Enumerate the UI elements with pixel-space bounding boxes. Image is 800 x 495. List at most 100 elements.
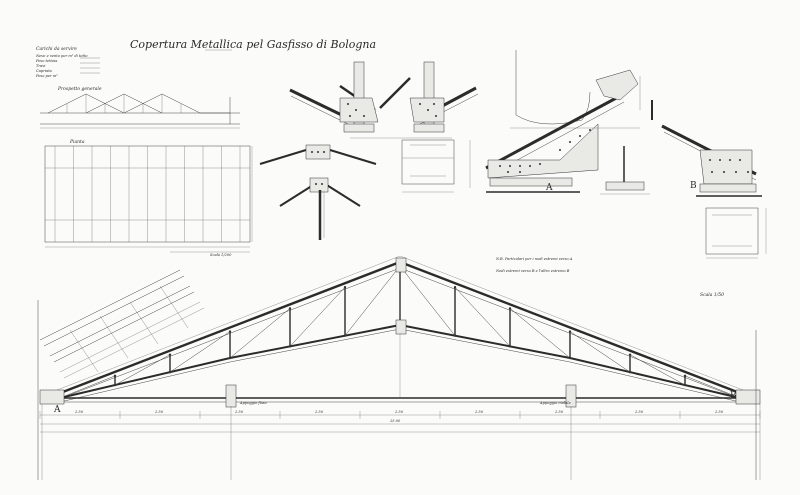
legend-row: Capriata <box>36 69 52 73</box>
truss-diagonal <box>229 308 291 359</box>
rivet <box>569 141 571 143</box>
scale-label: Scala 1/50 <box>700 292 724 298</box>
rivet <box>349 115 351 117</box>
rivet <box>363 115 365 117</box>
rivet <box>683 374 687 378</box>
rivet <box>323 151 325 153</box>
general-elevation: Prospetto generale <box>40 86 240 129</box>
rivet <box>317 151 319 153</box>
note-fixed-support: Appoggio fisso <box>239 401 268 405</box>
ridge-node-detail <box>289 61 479 193</box>
truss-diagonal <box>169 331 231 373</box>
rivet <box>168 353 172 356</box>
legend-heading: Carichi da servire <box>36 46 77 52</box>
rivet <box>453 286 457 289</box>
rivet <box>507 171 509 173</box>
rivet <box>711 171 713 173</box>
truss-diagonal <box>509 308 571 359</box>
truss-diagonal <box>399 265 456 336</box>
rivet <box>719 159 721 161</box>
rivet <box>427 109 429 111</box>
rivet <box>729 159 731 161</box>
rivet <box>508 345 512 348</box>
support-b-detail: B <box>661 124 767 259</box>
rivet <box>315 183 317 185</box>
rivet <box>168 370 172 374</box>
plan-label: Pianta <box>69 139 85 145</box>
rivet <box>343 334 347 337</box>
key-note: N.B. Particolari per i nodi estremi vers… <box>495 257 573 261</box>
rivet <box>355 109 357 111</box>
rivet <box>747 171 749 173</box>
rivet <box>723 171 725 173</box>
rivet <box>628 353 632 356</box>
rivet <box>519 171 521 173</box>
legend-row: Travi <box>36 64 45 68</box>
rivet <box>739 159 741 161</box>
rivet <box>568 330 572 333</box>
rivet <box>347 103 349 105</box>
load-legend: Carichi da servire Neve e vento per m² d… <box>35 46 100 78</box>
rivet <box>559 149 561 151</box>
dim-label: 2.50 <box>154 410 164 414</box>
dim-label: 2.50 <box>554 410 564 414</box>
rivet <box>568 356 572 360</box>
dim-label: 2.50 <box>714 410 724 414</box>
detail-letter-b: B <box>690 181 697 191</box>
rivet <box>113 383 117 387</box>
dim-label: 2.50 <box>394 410 404 414</box>
rivet <box>628 370 632 374</box>
truss-diagonal <box>629 354 686 386</box>
rivet <box>228 356 232 360</box>
rivet <box>508 307 512 310</box>
legend-row: Peso per m² <box>35 74 58 78</box>
rivet <box>317 103 319 105</box>
plan-scale: Scala 1/200 <box>210 253 232 257</box>
rivet <box>435 115 437 117</box>
rivet <box>319 223 321 225</box>
rivet <box>311 151 313 153</box>
rivet <box>589 129 591 131</box>
truss-diagonal <box>569 331 631 373</box>
rivet <box>433 103 435 105</box>
rivet <box>509 165 511 167</box>
rivet <box>709 159 711 161</box>
rivet <box>319 199 321 201</box>
rivet <box>529 165 531 167</box>
rivet <box>228 330 232 333</box>
truss-diagonal <box>114 354 171 386</box>
elevation-label: Prospetto generale <box>57 86 102 92</box>
rivet <box>499 165 501 167</box>
drawing-title: Copertura Metallica pel Gasfisso di Bolo… <box>130 38 376 51</box>
detail-letter-a: A <box>545 183 553 193</box>
apex-detail <box>259 144 377 240</box>
rivet <box>453 334 457 337</box>
legend-row: Peso tettoia <box>35 59 57 63</box>
dim-label: 2.50 <box>474 410 484 414</box>
dim-label: 2.50 <box>74 410 84 414</box>
rivet <box>113 374 117 378</box>
support-letter-a: A <box>53 405 61 415</box>
key-note: Nodi estremi verso B e l'altro estremo B <box>495 269 570 273</box>
rivet <box>343 286 347 289</box>
rivet <box>325 107 327 109</box>
purlin-detail <box>39 269 205 379</box>
dim-label: 2.50 <box>234 410 244 414</box>
rivet <box>735 171 737 173</box>
dim-label: 2.50 <box>634 410 644 414</box>
dim-label: 2.50 <box>314 410 324 414</box>
roof-plan: Pianta Scala 1/200 <box>44 139 253 257</box>
note-sliding-support: Appoggio mobile <box>539 401 571 405</box>
truss-diagonal <box>59 375 116 399</box>
key-notes: N.B. Particolari per i nodi estremi vers… <box>495 257 724 298</box>
span-total: 25.00 <box>389 419 401 423</box>
truss-diagonal <box>454 287 511 347</box>
rivet <box>288 307 292 310</box>
truss-diagonal <box>684 375 741 399</box>
rivet <box>288 345 292 348</box>
rivet <box>579 135 581 137</box>
rivet <box>321 183 323 185</box>
rivet <box>539 163 541 165</box>
